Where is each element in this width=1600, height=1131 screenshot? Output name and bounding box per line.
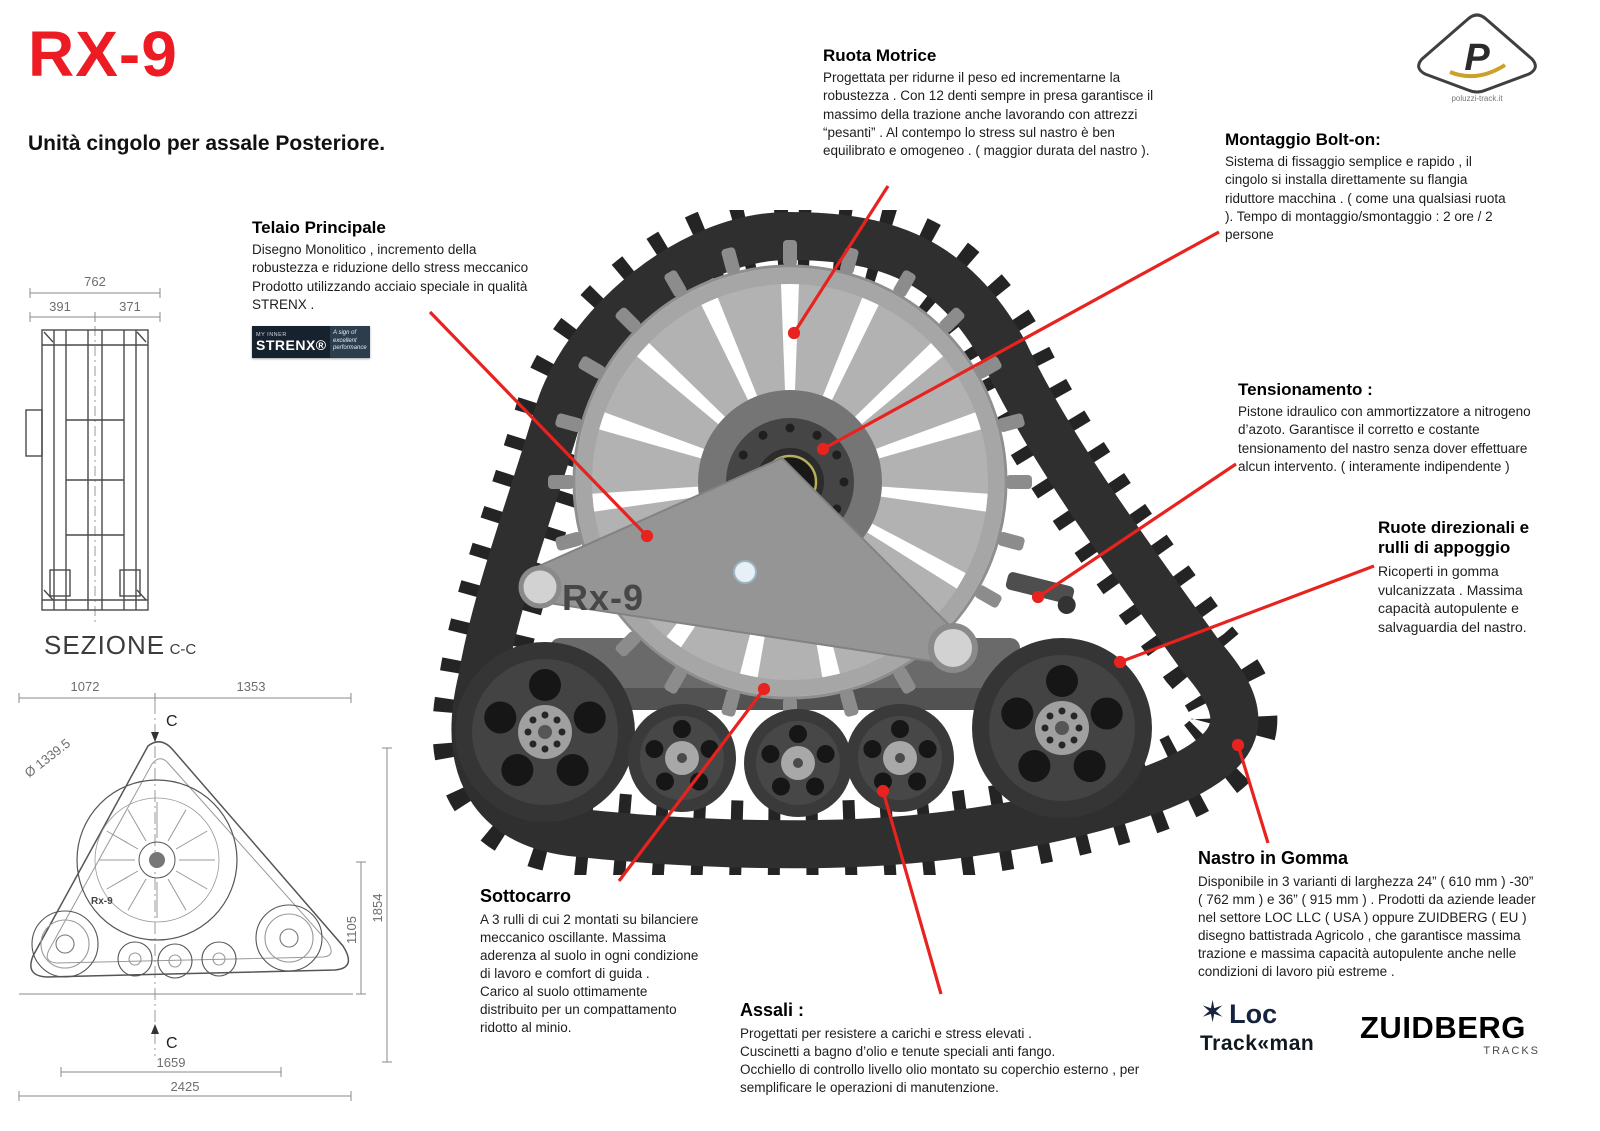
section-label: SEZIONE C-C [44, 630, 196, 661]
cut-marker-top: C [166, 713, 178, 730]
strenx-name: STRENX® [256, 336, 327, 353]
sezione-sub-text: C-C [169, 641, 197, 658]
partner-logo-loc: ✶ Loc Track«man [1200, 998, 1330, 1056]
callout-body: Sistema di fissaggio semplice e rapido ,… [1225, 154, 1506, 242]
callout-montaggio: Montaggio Bolt-on: Sistema di fissaggio … [1225, 130, 1517, 244]
callout-ruota-motrice: Ruota Motrice Progettata per ridurne il … [823, 46, 1158, 160]
side-drawing: 1072 1353 C C Ø 1339.5 [5, 678, 415, 1118]
sezione-text: SEZIONE [44, 630, 166, 660]
zuidberg-name: ZUIDBERG [1360, 1010, 1526, 1045]
dim-diameter: Ø 1339.5 [22, 736, 73, 781]
callout-body: A 3 rulli di cui 2 montati su bilanciere… [480, 911, 699, 1036]
callout-title: Ruota Motrice [823, 46, 937, 65]
strenx-tagline: A sign of excellent performance [330, 325, 370, 358]
callout-title: Assali : [740, 1000, 805, 1020]
section-body [25, 329, 149, 611]
dim-371: 371 [119, 299, 141, 314]
track-outline-inner [46, 758, 332, 964]
partner-logo-zuidberg: ZUIDBERG TRACKS [1360, 1012, 1540, 1057]
dim-1854: 1854 [370, 894, 385, 923]
zuidberg-tracks: TRACKS [1483, 1045, 1540, 1057]
page-subtitle: Unità cingolo per assale Posteriore. [28, 132, 386, 155]
machine-render: P Rx-9 [400, 192, 1300, 888]
frame-model-label: Rx-9 [562, 577, 644, 618]
level-eye [733, 560, 757, 584]
callout-body: Disponibile in 3 varianti di larghezza 2… [1198, 873, 1536, 979]
strenx-prefix: MY INNER [256, 331, 287, 338]
dim-1105: 1105 [344, 916, 359, 944]
drawing-wheels [31, 904, 323, 979]
callout-body: Progettati per resistere a carichi e str… [740, 1025, 1140, 1095]
cut-marker-bottom: C [166, 1035, 178, 1052]
callout-title: Ruote direzionali e rulli di appoggio [1378, 518, 1530, 558]
strenx-badge: MY INNER STRENX® A sign of excellent per… [252, 325, 370, 358]
loc-name: Loc [1229, 999, 1278, 1029]
roller-2 [744, 709, 852, 817]
track-outline [30, 741, 350, 978]
callout-ruote-direzionali: Ruote direzionali e rulli di appoggio Ri… [1378, 518, 1546, 637]
cut-arrow-top-icon [151, 732, 159, 742]
dim-762: 762 [84, 274, 106, 289]
roller-1 [628, 704, 736, 812]
loc-star-icon: ✶ [1200, 996, 1226, 1029]
logo-swoosh [1449, 63, 1507, 79]
callout-title: Nastro in Gomma [1198, 848, 1349, 868]
tensioner [1005, 572, 1076, 614]
loc-trackman: Track«man [1200, 1032, 1315, 1055]
callout-body: Pistone idraulico con ammortizzatore a n… [1238, 404, 1531, 474]
callout-assali: Assali : Progettati per resistere a cari… [740, 1000, 1160, 1097]
right-idler-wheel [972, 638, 1152, 818]
callout-body: Ricoperti in gomma vulcanizzata . Massim… [1378, 562, 1527, 636]
callout-body: Disegno Monolitico , incremento della ro… [252, 242, 529, 312]
dim-1353: 1353 [237, 679, 266, 694]
dim-2425: 2425 [171, 1079, 200, 1094]
callout-nastro: Nastro in Gomma Disponibile in 3 variant… [1198, 848, 1538, 981]
callout-title: Montaggio Bolt-on: [1225, 130, 1381, 149]
drawing-sprocket [76, 779, 238, 941]
callout-body: Progettata per ridurne il peso ed increm… [823, 70, 1154, 158]
drawing-model-label: Rx-9 [91, 896, 113, 907]
callout-tensionamento: Tensionamento : Pistone idraulico con am… [1238, 380, 1538, 476]
callout-title: Telaio Principale [252, 218, 386, 237]
page-title: RX-9 [28, 18, 178, 90]
callout-title: Tensionamento : [1238, 380, 1373, 399]
dim-391: 391 [49, 299, 71, 314]
left-idler-wheel [455, 642, 635, 822]
brand-logo: P poluzzi-track.it [1402, 8, 1552, 106]
main-frame: Rx-9 [518, 456, 978, 673]
logo-pick-shape [1417, 13, 1537, 94]
poluzzi-logo-icon: P poluzzi-track.it [1417, 13, 1537, 103]
callout-title: Sottocarro [480, 886, 572, 906]
cut-arrow-bottom-icon [151, 1024, 159, 1034]
roller-3 [846, 704, 954, 812]
section-drawing: 762 391 371 [20, 270, 220, 630]
callout-telaio: Telaio Principale Disegno Monolitico , i… [252, 218, 530, 358]
logo-caption: poluzzi-track.it [1451, 94, 1503, 103]
callout-sottocarro: Sottocarro A 3 rulli di cui 2 montati su… [480, 886, 708, 1037]
dim-1659: 1659 [157, 1055, 186, 1070]
dim-1072: 1072 [71, 679, 100, 694]
